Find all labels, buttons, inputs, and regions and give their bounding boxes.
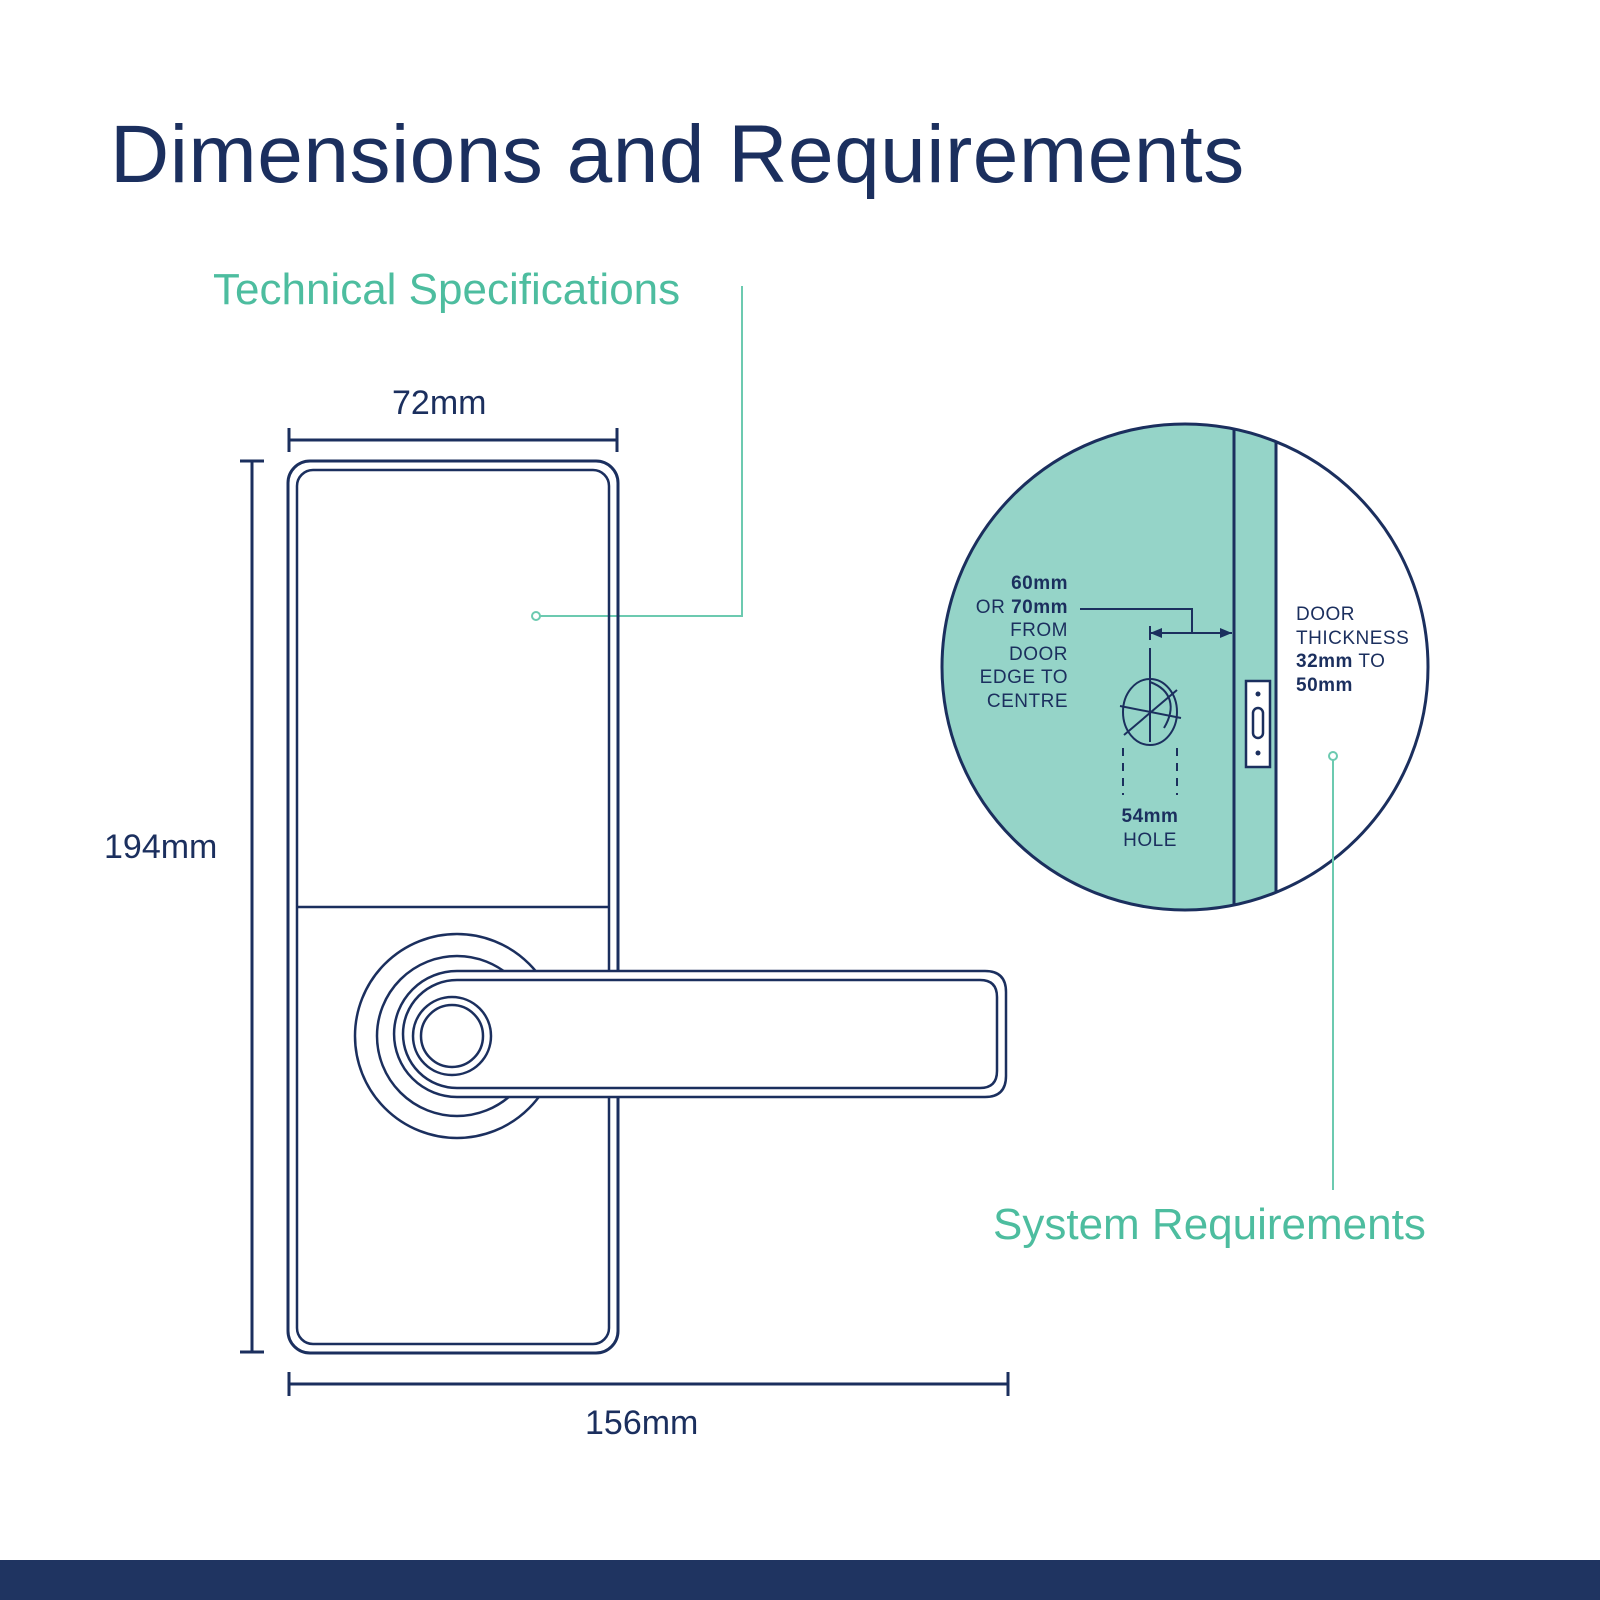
door-thickness-note: DOOR THICKNESS 32mm TO 50mm bbox=[1296, 603, 1409, 697]
thickness-to: TO bbox=[1352, 651, 1386, 672]
backset-line-5: EDGE TO bbox=[979, 667, 1068, 688]
footer-bar bbox=[0, 1560, 1600, 1600]
backset-or: OR bbox=[975, 596, 1012, 618]
thickness-max: 50mm bbox=[1296, 674, 1353, 696]
hole-size: 54mm bbox=[1121, 806, 1179, 827]
lever-handle bbox=[353, 932, 1008, 1140]
hole-note: 54mm HOLE bbox=[1113, 805, 1187, 852]
total-width-dimension-label: 156mm bbox=[585, 1404, 699, 1442]
thickness-line-2: THICKNESS bbox=[1296, 627, 1410, 649]
system-requirements-label: System Requirements bbox=[993, 1200, 1426, 1249]
dimension-width bbox=[287, 428, 619, 452]
width-dimension-label: 72mm bbox=[392, 384, 487, 422]
sys-req-leader bbox=[1328, 751, 1338, 1190]
lock-body bbox=[286, 459, 620, 1355]
technical-specifications-label: Technical Specifications bbox=[213, 265, 681, 314]
backset-note: 60mm OR 70mm FROM DOOR EDGE TO CENTRE bbox=[976, 572, 1068, 713]
backset-line-4: DOOR bbox=[1009, 643, 1068, 665]
backset-line-6: CENTRE bbox=[986, 690, 1068, 712]
height-dimension-label: 194mm bbox=[104, 828, 218, 866]
tech-spec-leader bbox=[531, 286, 743, 621]
backset-line-3: FROM bbox=[1010, 620, 1068, 641]
dimension-total-width bbox=[287, 1372, 1010, 1396]
thickness-min: 32mm bbox=[1296, 651, 1353, 672]
backset-value-2: 70mm bbox=[1011, 596, 1068, 618]
dimension-height bbox=[240, 459, 264, 1354]
backset-value-1: 60mm bbox=[1011, 573, 1068, 594]
latch-faceplate bbox=[1244, 679, 1272, 769]
thickness-line-1: DOOR bbox=[1296, 604, 1355, 625]
backset-dimension bbox=[1080, 608, 1232, 640]
bore-hole bbox=[1119, 648, 1182, 795]
hole-label: HOLE bbox=[1123, 829, 1177, 851]
page-title: Dimensions and Requirements bbox=[110, 109, 1245, 200]
